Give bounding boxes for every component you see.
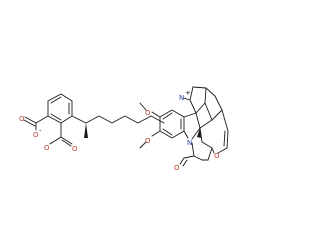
chain-bond — [139, 141, 147, 149]
nitrogen-label: N — [179, 94, 184, 102]
chain-bond — [183, 97, 191, 101]
carboxylate-upper: O O - — [19, 115, 49, 139]
oxygen-label: O — [214, 152, 220, 160]
chain-bond — [204, 102, 213, 121]
chain-bond — [204, 87, 207, 104]
stereo-wedge — [197, 128, 201, 138]
double-bond — [226, 130, 229, 149]
chain-bond — [192, 86, 207, 89]
benzene-ring — [47, 93, 73, 124]
chain-bond — [189, 99, 197, 114]
oxygen-label: O — [145, 109, 151, 117]
alkaloid-molecule: O O — [139, 86, 229, 172]
chain-bond — [183, 155, 195, 159]
oxygen-label: O — [44, 144, 50, 152]
oxygen-label: O — [174, 164, 180, 172]
phthalate-molecule: O O - O O - — [19, 93, 165, 153]
chain-bond — [183, 130, 189, 139]
chain-bond — [195, 112, 201, 129]
chain-bond — [193, 155, 203, 161]
chain-bond — [211, 109, 223, 121]
charge-label: - — [50, 139, 53, 147]
double-bond — [223, 130, 226, 147]
chain-bond — [195, 102, 206, 114]
chain-bond — [211, 147, 215, 154]
chain-bond — [199, 119, 213, 129]
oxygen-label: O — [72, 145, 78, 153]
charge-label: + — [185, 89, 191, 97]
ring-double-bond — [162, 112, 173, 120]
chain-bond — [207, 147, 213, 161]
chain-bond — [35, 115, 49, 124]
ring-bonds — [47, 93, 73, 124]
ring-double-bond — [50, 113, 62, 121]
carboxylate-lower: O O - — [44, 122, 78, 153]
chain-bond — [221, 109, 229, 132]
chain-bond — [183, 112, 197, 118]
chain-bond — [205, 87, 216, 97]
heptyl-chain — [85, 115, 165, 124]
double-bond — [60, 136, 73, 145]
methoxy-groups: O O — [139, 102, 161, 149]
dimethoxy-benzene-ring — [159, 109, 185, 139]
chain-bond — [189, 86, 194, 101]
ring-bonds — [159, 109, 185, 139]
chain-bond — [151, 111, 161, 118]
chain-bond — [71, 115, 87, 124]
chain-bond — [191, 127, 201, 140]
structure-canvas: O O - O O - O O — [19, 86, 229, 172]
oxygen-label: O — [33, 131, 39, 139]
double-bond — [23, 119, 36, 127]
charge-label: - — [39, 127, 42, 135]
oxygen-label: O — [19, 115, 25, 123]
ring-double-bond — [162, 128, 173, 136]
double-bond — [179, 157, 185, 165]
chain-bond — [139, 102, 147, 111]
chain-bond — [191, 142, 195, 157]
methyl-wedge — [84, 123, 88, 138]
side-chain — [71, 115, 165, 138]
ring-double-bond — [50, 96, 62, 104]
double-bond — [61, 139, 72, 147]
double-bond — [24, 116, 37, 124]
chain-bond — [151, 130, 161, 137]
chain-bond — [199, 127, 203, 143]
double-bond — [182, 159, 188, 167]
oxygen-label: O — [145, 137, 151, 145]
chain-bond — [201, 141, 213, 149]
polycyclic-core: N N + O O — [174, 86, 229, 172]
chain-bond — [214, 95, 223, 111]
nitrogen-label: N — [187, 139, 192, 147]
chain-bond — [49, 136, 62, 145]
chain-bond — [217, 147, 228, 154]
